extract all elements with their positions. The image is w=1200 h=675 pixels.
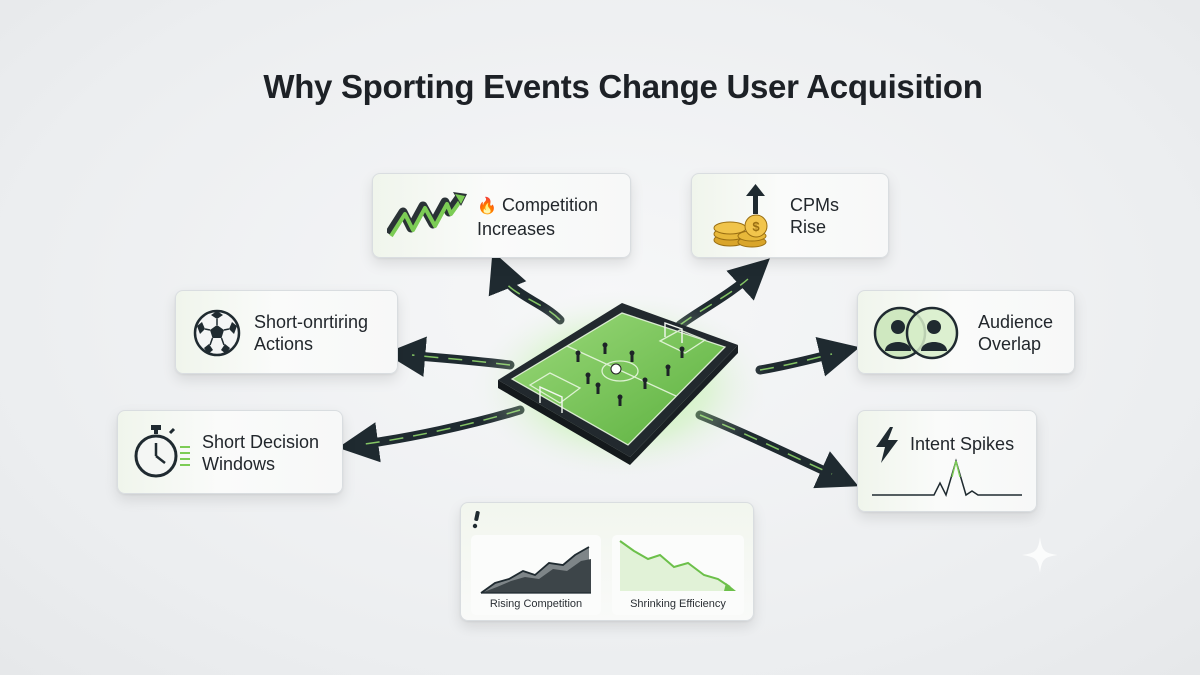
competition-label-line2: Increases (477, 219, 556, 239)
shrinking-efficiency-chart: Shrinking Efficiency (612, 535, 744, 615)
bottom-comparison-panel: Rising Competition Shrinking Efficiency (460, 502, 754, 621)
lightning-bolt-icon (874, 427, 900, 463)
card-audience-overlap: Audience Overlap (857, 290, 1075, 374)
cpms-label-line1: CPMs (790, 195, 839, 215)
rising-competition-chart: Rising Competition (471, 535, 601, 615)
card-intent-spikes: Intent Spikes (857, 410, 1037, 512)
cpms-label-line2: Rise (790, 217, 827, 237)
exclamation-icon (470, 510, 482, 529)
intent-label: Intent Spikes (910, 434, 1015, 454)
page-title: Why Sporting Events Change User Acquisit… (263, 68, 983, 105)
sparkle-icon (1020, 535, 1060, 575)
card-short-actions: Short-onrtiring Actions (175, 290, 398, 374)
audience-label-line2: Overlap (978, 334, 1042, 354)
competition-label-line1: Competition (501, 195, 598, 215)
decision-label-line2: Windows (202, 454, 276, 474)
fire-icon: 🔥 (477, 198, 497, 215)
stopwatch-icon (132, 423, 194, 483)
card-cpms-rise: $ CPMs Rise (691, 173, 889, 258)
spike-line-icon (872, 455, 1026, 501)
rising-competition-caption: Rising Competition (489, 598, 583, 610)
soccer-field-tablet-icon (470, 285, 770, 485)
short-actions-label-line1: Short-onrtiring (254, 312, 369, 332)
card-competition-increases: 🔥 Competition Increases (372, 173, 631, 258)
short-actions-label-line2: Actions (254, 334, 314, 354)
decision-label-line1: Short Decision (202, 432, 320, 452)
svg-text:$: $ (752, 219, 760, 234)
coin-stack-arrow-up-icon: $ (708, 182, 778, 252)
overlapping-people-icon (870, 305, 970, 361)
rising-zigzag-arrow-icon (385, 184, 473, 250)
audience-label-line1: Audience (978, 312, 1054, 332)
soccer-ball-icon (192, 308, 242, 358)
card-short-decision-windows: Short Decision Windows (117, 410, 343, 494)
shrinking-efficiency-caption: Shrinking Efficiency (630, 598, 726, 610)
